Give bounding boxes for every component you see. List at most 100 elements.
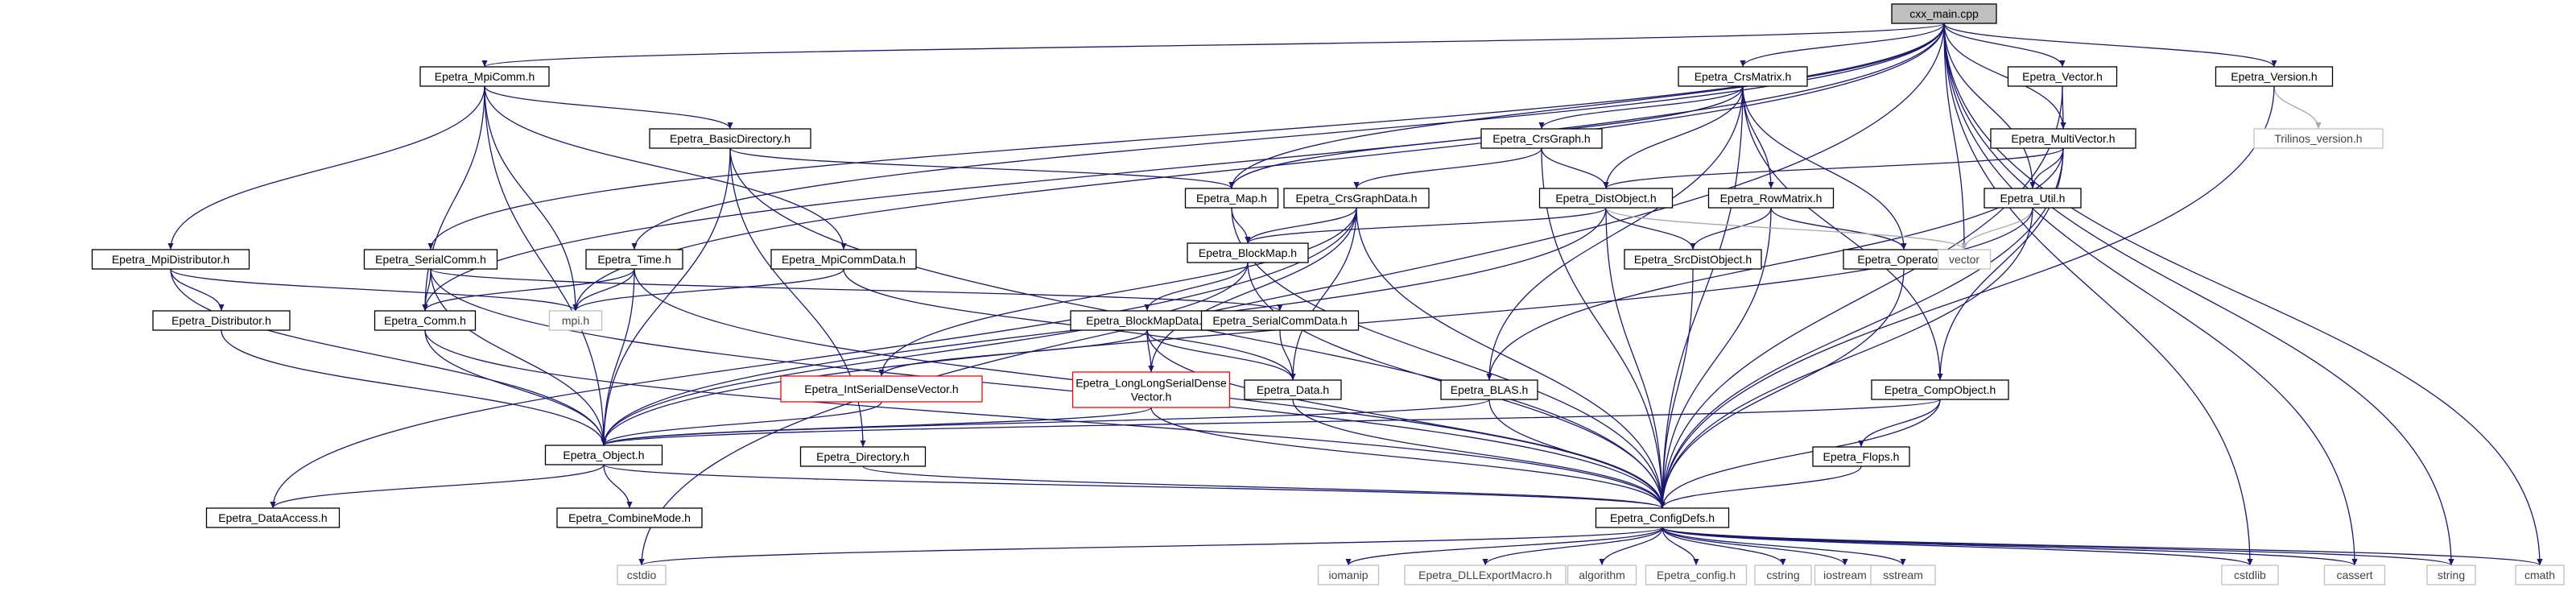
edge-configdefs-to-sstream [1662,527,1906,566]
node-cxx_main[interactable]: cxx_main.cpp [1891,3,1997,24]
node-dataaccess[interactable]: Epetra_DataAccess.h [205,507,341,528]
node-label: Epetra_CompObject.h [1885,383,1996,396]
node-box [548,310,603,331]
node-label: Epetra_MpiCommData.h [782,253,906,266]
node-intserial[interactable]: Epetra_IntSerialDenseVector.h [780,375,983,403]
node-box [1678,66,1808,87]
node-blockmapdata[interactable]: Epetra_BlockMapData.h [1070,310,1224,331]
node-multivector[interactable]: Epetra_MultiVector.h [1990,128,2136,149]
edge-serialcomm-to-objecth [430,268,607,446]
node-label: Epetra_Map.h [1196,192,1267,205]
node-versionh[interactable]: Epetra_Version.h [2215,66,2334,87]
edge-cxx_main-to-maph [1228,23,1945,189]
edge-versionh-to-trilinos [2273,85,2322,130]
edge-distobject-to-vector [1605,207,1967,250]
node-label: Epetra_Version.h [2231,70,2317,83]
node-label: Epetra_CrsMatrix.h [1695,70,1792,83]
edge-longlong-to-configdefs [1150,407,1666,509]
edge-configdefs-to-dllexport [1482,527,1663,566]
node-label: Epetra_RowMatrix.h [1720,192,1823,205]
node-box [2515,565,2565,585]
node-distobject[interactable]: Epetra_DistObject.h [1538,188,1674,209]
node-compobject[interactable]: Epetra_CompObject.h [1871,379,2009,400]
edge-crsmatrix-to-configdefs [1659,85,1744,509]
node-flops[interactable]: Epetra_Flops.h [1812,446,1910,467]
edge-cxx_main-to-utilh [1943,23,2036,189]
edge-objecth-to-dataaccess [270,464,605,509]
node-label: Epetra_DistObject.h [1555,192,1656,205]
node-crsgraph[interactable]: Epetra_CrsGraph.h [1480,128,1603,149]
edge-commh-to-objecth [424,329,607,446]
node-mpicomm[interactable]: Epetra_MpiComm.h [419,66,550,87]
node-label: Epetra_Data.h [1257,383,1329,396]
node-label: Epetra_SrcDistObject.h [1634,253,1752,266]
node-box [1814,565,1876,585]
edge-crsgraph-to-distobject [1541,147,1609,189]
node-crsmatrix[interactable]: Epetra_CrsMatrix.h [1678,66,1808,87]
node-rowmatrix[interactable]: Epetra_RowMatrix.h [1707,188,1835,209]
node-dllexport: Epetra_DLLExportMacro.h [1404,565,1567,585]
edge-mpicommdata-to-datah [843,268,1296,381]
node-box [152,310,291,331]
node-box [1624,249,1762,270]
node-box [1567,565,1637,585]
node-commh[interactable]: Epetra_Comm.h [374,310,477,331]
edge-layer [167,23,2543,566]
node-blash[interactable]: Epetra_BLAS.h [1440,379,1538,400]
node-objecth[interactable]: Epetra_Object.h [544,445,663,465]
edge-serialcomm-to-serialcommdata [430,268,1283,312]
node-box [2253,128,2384,149]
edge-blash-to-objecth [601,399,1490,446]
node-box [91,249,250,270]
node-label: Epetra_SerialComm.h [375,253,486,266]
node-maph[interactable]: Epetra_Map.h [1184,188,1279,209]
node-configdefs[interactable]: Epetra_ConfigDefs.h [1595,507,1730,528]
node-label: Epetra_CombineMode.h [568,511,691,524]
edge-utilh-to-configdefs [1659,207,2033,509]
node-basicdir[interactable]: Epetra_BasicDirectory.h [649,128,811,149]
node-directory[interactable]: Epetra_Directory.h [799,446,927,467]
node-label: Epetra_MultiVector.h [2011,132,2115,145]
edge-cxx_main-to-serialcomm [427,23,1945,250]
node-label: Epetra_Operator.h [1857,253,1950,266]
edge-crsgraphdata-to-datah [1290,207,1357,381]
node-vectorh[interactable]: Epetra_Vector.h [2007,66,2118,87]
node-box [1990,128,2136,149]
node-box [1871,379,2009,400]
node-box [1937,249,1992,270]
node-datah[interactable]: Epetra_Data.h [1244,379,1342,400]
node-mpicommdata[interactable]: Epetra_MpiCommData.h [770,249,917,270]
edge-mpicomm-to-commh [422,85,485,312]
node-serialcomm[interactable]: Epetra_SerialComm.h [363,249,498,270]
node-combinemode[interactable]: Epetra_CombineMode.h [556,507,703,528]
node-timeh[interactable]: Epetra_Time.h [585,249,683,270]
node-label: Epetra_Util.h [2000,192,2066,205]
edge-blockmap-to-blockmapdata [1144,262,1249,312]
edge-crsmatrix-to-compobject [1742,85,1943,381]
edge-directory-to-configdefs [862,465,1666,509]
edge-cxx_main-to-crsmatrix [1740,23,1945,68]
node-label: Epetra_Distributor.h [171,314,271,327]
node-label: Epetra_Flops.h [1823,450,1900,463]
edge-distobject-to-configdefs [1605,207,1666,509]
edge-distributor-to-objecth [221,329,607,446]
edge-cxx_main-to-multivector [1943,23,2066,130]
node-srcdist[interactable]: Epetra_SrcDistObject.h [1624,249,1762,270]
edge-rowmatrix-to-operator [1770,207,1907,250]
edge-multivector-to-configdefs [1659,147,2064,509]
node-label: mpi.h [562,314,589,327]
node-crsgraphdata[interactable]: Epetra_CrsGraphData.h [1283,188,1430,209]
node-blockmap[interactable]: Epetra_BlockMap.h [1187,242,1309,263]
node-label: Epetra_Object.h [563,449,644,461]
node-distributor[interactable]: Epetra_Distributor.h [152,310,291,331]
edge-configdefs-to-cstdlib [1662,527,2253,566]
node-serialcommdata[interactable]: Epetra_SerialCommData.h [1200,310,1360,331]
node-box [585,249,683,270]
edge-crsgraphdata-to-blockmap [1245,207,1357,244]
edge-rowmatrix-to-srcdist [1690,207,1772,250]
node-iostream: iostream [1814,565,1876,585]
node-utilh[interactable]: Epetra_Util.h [1984,188,2082,209]
node-mpidist[interactable]: Epetra_MpiDistributor.h [91,249,250,270]
